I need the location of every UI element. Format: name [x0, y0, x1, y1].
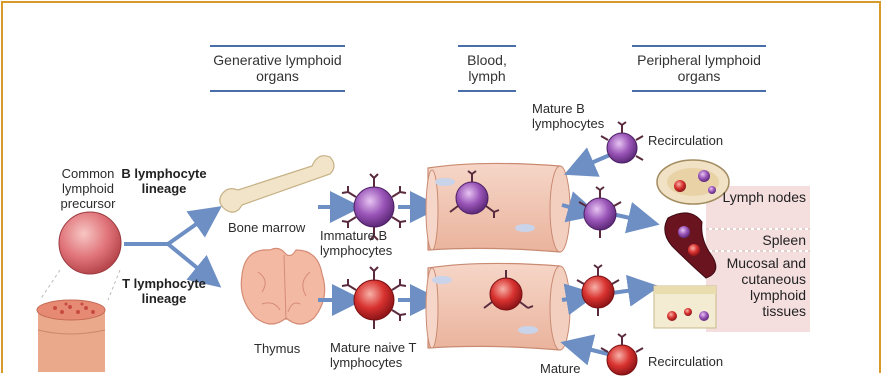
label-bone-marrow: Bone marrow: [228, 220, 305, 235]
label-lymph-nodes: Lymph nodes: [720, 189, 810, 205]
label-immature-b: Immature B lymphocytes: [320, 228, 416, 258]
header-peripheral: Peripheral lymphoid organs: [632, 45, 766, 92]
header-generative: Generative lymphoid organs: [210, 45, 345, 92]
label-mature-naive-t: Mature naive T lymphocytes: [330, 340, 426, 370]
spleen-icon: [665, 213, 716, 278]
mucosal-tissue-icon: [654, 286, 716, 328]
label-t-lineage: T lymphocyte lineage: [118, 276, 210, 306]
label-thymus: Thymus: [254, 341, 300, 356]
label-recirculation-bottom: Recirculation: [648, 354, 723, 369]
header-blood-lymph: Blood, lymph: [458, 45, 516, 92]
label-b-lineage: B lymphocyte lineage: [118, 166, 210, 196]
label-mucosal: Mucosal and cutaneous lymphoid tissues: [712, 255, 810, 319]
lymph-node-icon: [657, 160, 729, 204]
label-spleen: Spleen: [720, 232, 810, 248]
label-recirculation-top: Recirculation: [648, 133, 723, 148]
label-mature-b: Mature B lymphocytes: [532, 101, 624, 131]
label-mature-bottom: Mature: [540, 361, 580, 376]
label-common-precursor: Common lymphoid precursor: [48, 166, 128, 211]
